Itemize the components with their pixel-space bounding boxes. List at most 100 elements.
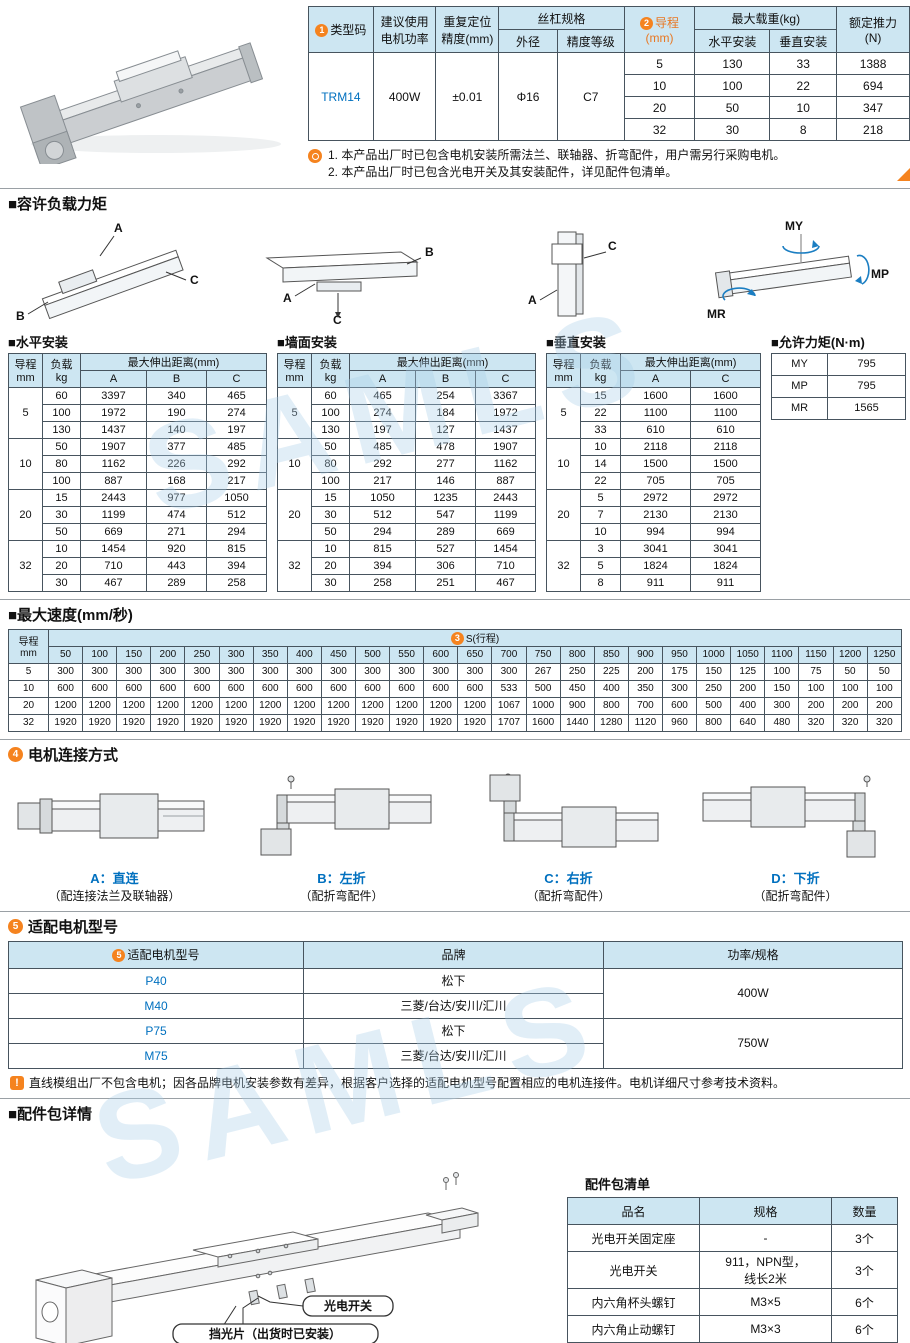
col-header: 导程 mm — [277, 352, 313, 388]
cell: 994 — [690, 522, 762, 541]
stroke-header: 1050 — [730, 645, 766, 664]
heading-text: 电机连接方式 — [28, 746, 119, 764]
speed-cell: 100 — [866, 679, 903, 698]
conn-sublabel: （配折弯配件） — [299, 888, 384, 903]
model-cell: P40 — [8, 967, 304, 994]
cell: 920 — [146, 539, 207, 558]
cell: 10 — [42, 539, 81, 558]
speed-cell: 400 — [730, 696, 766, 715]
stroke-header: 250 — [184, 645, 220, 664]
cell: 60 — [42, 386, 81, 405]
cell: 251 — [415, 573, 477, 592]
cell: 2443 — [475, 488, 537, 507]
speed-cell: 960 — [661, 713, 698, 732]
speed-cell: 600 — [252, 679, 288, 698]
stroke-header: 750 — [525, 645, 561, 664]
speed-cell: 1920 — [82, 713, 118, 732]
cell: 100 — [694, 74, 771, 97]
cell: 197 — [205, 420, 268, 439]
cell: 274 — [349, 403, 417, 422]
note-line: 1. 本产品出厂时已包含电机安装所需法兰、联轴器、折弯配件，用户需另行采购电机。 — [328, 148, 786, 162]
cell: 226 — [146, 454, 207, 473]
conn-sublabel: （配折弯配件） — [526, 888, 611, 903]
speed-cell: 300 — [320, 662, 356, 681]
cell: 50 — [311, 437, 351, 456]
cell: 1454 — [475, 539, 537, 558]
speed-cell: 1200 — [389, 696, 425, 715]
speed-cell: 1200 — [286, 696, 322, 715]
col-header: 导程 mm — [8, 352, 43, 388]
cell: 10 — [580, 437, 622, 456]
speed-cell: 50 — [832, 662, 868, 681]
speed-cell: 800 — [696, 713, 732, 732]
label-c: C — [608, 239, 617, 253]
cell: 3个 — [831, 1251, 898, 1290]
table-row: M40 三菱/台达/安川/汇川 — [8, 992, 903, 1019]
cell: 292 — [205, 454, 268, 473]
cell: 197 — [349, 420, 417, 439]
num-4-icon: 4 — [8, 746, 23, 762]
speed-cell: 1200 — [423, 696, 459, 715]
cell: 1050 — [205, 488, 268, 507]
col-header: A — [620, 369, 692, 388]
speed-cell: 640 — [730, 713, 766, 732]
cell: 277 — [415, 454, 477, 473]
power-cell: 400W — [603, 967, 903, 1019]
label-my: MY — [785, 219, 803, 233]
lead-cell: 32 — [546, 539, 582, 592]
cell: 光电开关固定座 — [567, 1224, 700, 1253]
model-cell: M75 — [8, 1042, 304, 1069]
cell: 3个 — [831, 1224, 898, 1253]
speed-cell: 100 — [798, 679, 834, 698]
note-ring-icon — [308, 149, 322, 163]
speed-cell: 75 — [798, 662, 834, 681]
col-header: C — [690, 369, 762, 388]
stroke-header: 600 — [423, 645, 459, 664]
speed-cell: 300 — [354, 662, 391, 681]
cell: 467 — [475, 573, 537, 592]
cell: 306 — [415, 556, 477, 575]
cell: 669 — [475, 522, 537, 541]
cell: MY — [771, 352, 829, 376]
cell: MP — [771, 374, 829, 398]
cell: 3041 — [620, 539, 692, 558]
cell: 60 — [311, 386, 351, 405]
cell: 22 — [769, 74, 838, 97]
moment-section-title: ■容许负载力矩 — [8, 193, 910, 214]
cell: 30 — [42, 505, 81, 524]
section-divider — [0, 1098, 910, 1100]
cell: 710 — [80, 556, 147, 575]
label-b: B — [16, 309, 25, 323]
stroke-header: 1150 — [798, 645, 834, 664]
cell: 80 — [42, 454, 81, 473]
cell: 1907 — [475, 437, 537, 456]
od-cell: Φ16 — [498, 52, 558, 141]
cell: 1199 — [475, 505, 537, 524]
conn-label: D：下折 — [771, 870, 820, 886]
conn-sublabel: （配连接法兰及联轴器） — [48, 888, 181, 903]
cell: 7 — [580, 505, 622, 524]
col-header: 最大伸出距离(mm) — [620, 352, 762, 371]
cell: 795 — [827, 374, 907, 398]
power-cell: 750W — [603, 1017, 903, 1069]
brand-cell: 三菱/台达/安川/汇川 — [303, 1042, 604, 1069]
speed-cell: 500 — [525, 679, 561, 698]
lead-cell: 32 — [8, 539, 43, 592]
cell: 1500 — [690, 454, 762, 473]
motor-note-text: 直线模组出厂不包含电机；因各品牌电机安装参数有差异，根据客户选择的适配电机型号配… — [29, 1075, 786, 1090]
cell: 1972 — [475, 403, 537, 422]
speed-cell: 1920 — [286, 713, 322, 732]
cell: 140 — [146, 420, 207, 439]
table-row: 10 100 22 694 — [309, 74, 910, 97]
cell: 485 — [349, 437, 417, 456]
